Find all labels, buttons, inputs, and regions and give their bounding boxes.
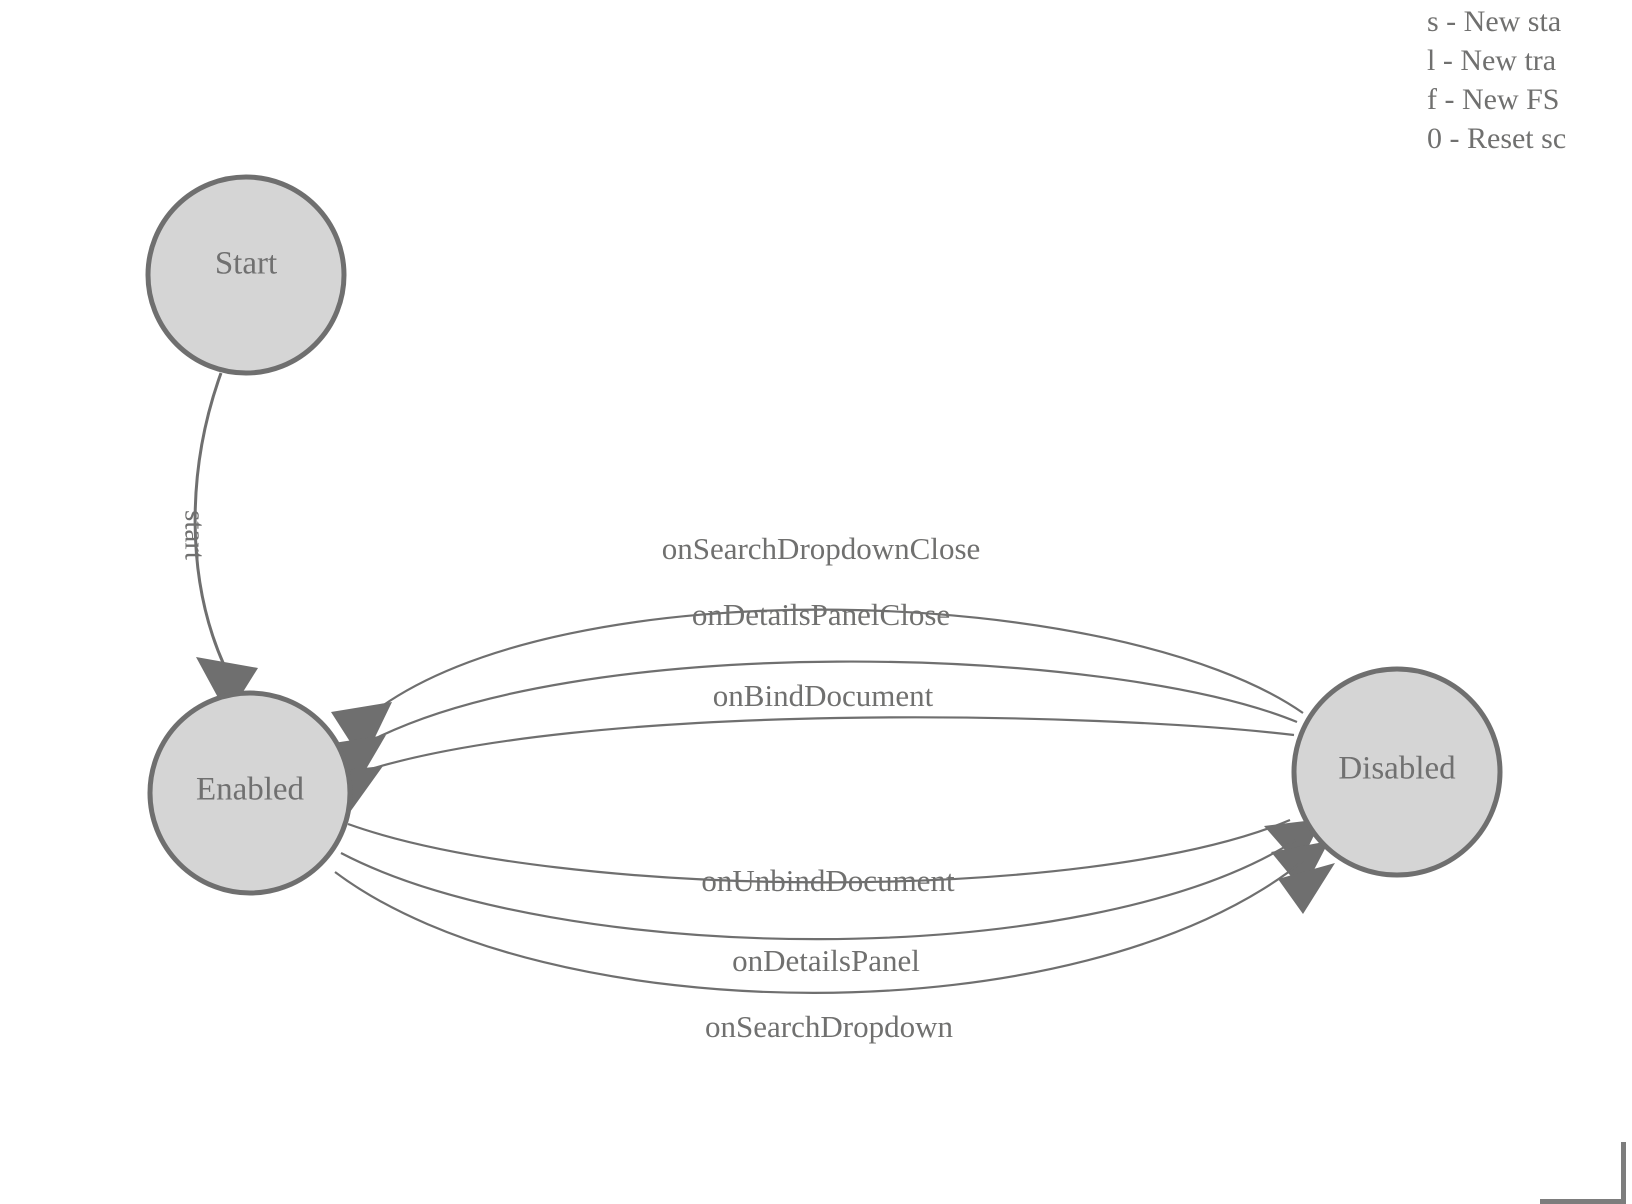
help-legend: s - New sta l - New tra f - New FS 0 - R…: [1427, 0, 1632, 158]
edge-label-onSearchDropdown: onSearchDropdown: [705, 1009, 953, 1044]
arrowhead-onSearchDropdown: [1278, 863, 1335, 914]
state-label-start: Start: [215, 246, 277, 282]
help-line-new-state: s - New sta: [1427, 5, 1562, 38]
edge-onSearchDropdown[interactable]: [334, 860, 1335, 994]
state-node-disabled[interactable]: Disabled: [1291, 666, 1503, 878]
edge-label-onUnbindDocument: onUnbindDocument: [701, 863, 955, 898]
state-circle-enabled[interactable]: [147, 690, 353, 896]
edge-path-onSearchDropdown: [334, 860, 1304, 994]
edge-path-onUnbindDocument: [347, 818, 1291, 884]
resize-corner-handle[interactable]: [1540, 1142, 1632, 1204]
edge-path-onSearchDropdownClose: [369, 608, 1304, 716]
edge-label-onDetailsPanel: onDetailsPanel: [732, 943, 920, 978]
edge-path-onDetailsPanel: [340, 839, 1297, 941]
state-node-enabled[interactable]: Enabled: [147, 690, 353, 896]
edge-label-onDetailsPanelClose: onDetailsPanelClose: [692, 597, 950, 632]
edge-path-start: [193, 372, 226, 666]
help-line-new-fsm: f - New FS: [1427, 83, 1560, 116]
edge-onSearchDropdownClose[interactable]: [331, 608, 1304, 762]
help-line-new-transition: l - New tra: [1427, 44, 1557, 77]
edge-label-start: start: [178, 510, 210, 560]
state-circle-start[interactable]: [145, 174, 347, 376]
arrowhead-start: [196, 657, 258, 716]
edge-label-onSearchDropdownClose: onSearchDropdownClose: [662, 531, 981, 566]
corner-horizontal-bar: [1540, 1199, 1626, 1204]
state-circle-disabled[interactable]: [1291, 666, 1503, 878]
arrowhead-onSearchDropdownClose: [331, 702, 392, 762]
edge-path-onBindDocument: [357, 716, 1295, 775]
edge-start[interactable]: [193, 372, 258, 716]
edge-onDetailsPanel[interactable]: [340, 839, 1329, 941]
arrowhead-onDetailsPanel: [1271, 841, 1329, 891]
help-line-reset: 0 - Reset sc: [1427, 122, 1567, 155]
edge-label-onBindDocument: onBindDocument: [713, 678, 934, 713]
edge-path-onDetailsPanelClose: [360, 660, 1298, 747]
state-label-enabled: Enabled: [196, 772, 305, 808]
corner-vertical-bar: [1621, 1142, 1626, 1204]
state-label-disabled: Disabled: [1338, 751, 1456, 787]
edge-onBindDocument[interactable]: [325, 716, 1295, 819]
state-node-start[interactable]: Start: [145, 174, 347, 376]
